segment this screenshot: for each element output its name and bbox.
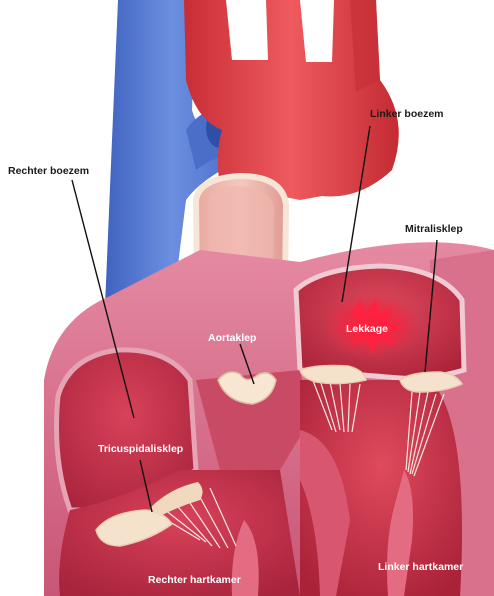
label-aortaklep: Aortaklep: [208, 332, 256, 344]
label-mitralisklep: Mitralisklep: [405, 223, 463, 235]
label-tricuspidalisklep: Tricuspidalisklep: [98, 443, 183, 455]
label-lekkage: Lekkage: [346, 323, 388, 335]
label-linker-boezem: Linker boezem: [370, 108, 444, 120]
label-rechter-hartkamer: Rechter hartkamer: [148, 574, 241, 586]
label-linker-hartkamer: Linker hartkamer: [378, 561, 463, 573]
label-rechter-boezem: Rechter boezem: [8, 165, 89, 177]
